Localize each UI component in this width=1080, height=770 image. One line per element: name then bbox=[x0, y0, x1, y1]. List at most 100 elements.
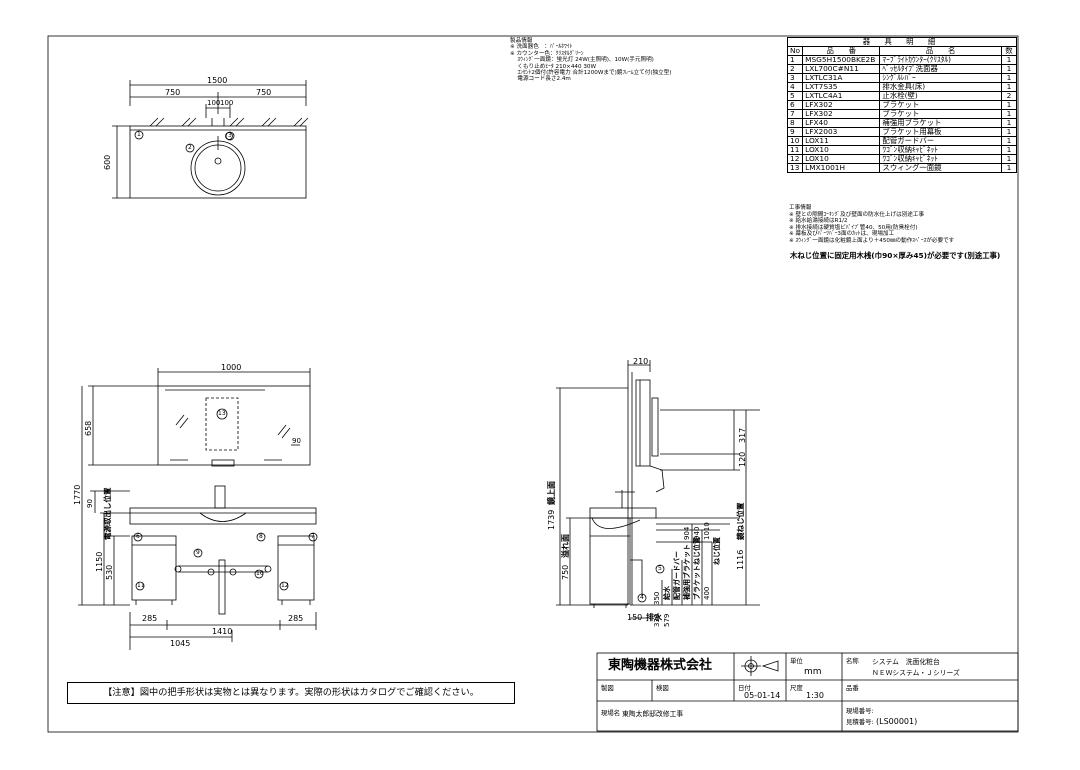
cell-partname: ﾏｰﾌﾞﾗｲﾄｶｳﾝﾀｰ(ｸﾘｽﾀﾙ) bbox=[879, 55, 1002, 65]
cell-partno: LFX2003 bbox=[802, 127, 881, 137]
balloon-3: 3 bbox=[228, 132, 232, 139]
notes-title: 工事情報 bbox=[789, 205, 812, 211]
cell-no: 12 bbox=[786, 154, 804, 164]
cell-partname: ブラケット bbox=[879, 100, 1002, 110]
notes-line: ※ ｽｳｨﾝｸﾞ一面鏡は化粧鏡上面より＋450㎜の動作ｽﾍﾟｰｽが必要です bbox=[789, 237, 955, 244]
scale-value: 1:30 bbox=[806, 691, 824, 700]
cell-partname: ｼﾝｸﾞﾙﾚﾊﾞｰ bbox=[879, 73, 1002, 83]
cell-no: 8 bbox=[786, 118, 804, 128]
cell-qty: 1 bbox=[1000, 163, 1018, 173]
name-label: 名称 bbox=[846, 657, 859, 665]
cell-no: 2 bbox=[786, 64, 804, 74]
label-supply: 給水 bbox=[663, 586, 671, 600]
front-cabinet-right bbox=[277, 535, 315, 601]
cell-partno: LOX10 bbox=[802, 145, 881, 155]
dim-600: 600 bbox=[103, 154, 112, 170]
dim-90-front: 90 bbox=[86, 499, 94, 508]
cell-qty: 1 bbox=[1000, 55, 1018, 65]
cell-partname: 補強用ブラケット bbox=[879, 118, 1002, 128]
col-no: No bbox=[786, 46, 804, 56]
cell-partname: ﾍﾞｯｾﾙﾀｲﾌﾟ洗面器 bbox=[879, 64, 1002, 74]
balloon-8: 8 bbox=[259, 533, 263, 540]
cell-partno: MSG5H1500BKE2B bbox=[802, 55, 881, 65]
notes-line: ※ 排水接続は硬質塩ビﾊﾟｲﾌﾟ管40、50用(防臭栓付) bbox=[789, 224, 918, 231]
balloon-1: 1 bbox=[137, 131, 141, 138]
label-overflow: 溢れ面 bbox=[561, 534, 570, 558]
notes-line: ※ 壁との隙間ｺｰｷﾝｸﾞ及び壁面の防水仕上げは別途工事 bbox=[789, 211, 925, 218]
balloon-12: 12 bbox=[281, 582, 289, 589]
dim-350: 350 bbox=[653, 591, 661, 605]
cell-partno: LOX11 bbox=[802, 136, 881, 146]
label-guard-bar: 配管ガードバー bbox=[673, 551, 681, 600]
product-info-title: 製品情報 bbox=[510, 38, 533, 44]
drawn-label: 製図 bbox=[601, 684, 614, 692]
dim-1010: 1010 bbox=[703, 522, 711, 540]
product-info-line: ※ カウンター色：ｸﾘｽﾀﾙｸﾞﾘｰﾝ bbox=[510, 50, 584, 57]
product-info-line: ※ 洗面器色 ：ﾊﾟｰﾙﾎﾜｲﾄ bbox=[510, 44, 573, 51]
balloon-2: 2 bbox=[188, 144, 192, 151]
company-name: 東陶機器株式会社 bbox=[608, 658, 713, 673]
product-info-line: 電源コード長さ2.4m bbox=[510, 76, 571, 83]
cell-no: 3 bbox=[786, 73, 804, 83]
cell-partno: LXL700C#N11 bbox=[802, 64, 881, 74]
cell-partname: ブラケット bbox=[879, 109, 1002, 119]
dim-1045: 1045 bbox=[170, 639, 191, 648]
cell-partno: LMX1001H bbox=[802, 163, 881, 173]
parts-table-header: No 品 番 品 名 数 bbox=[786, 46, 1018, 56]
label-drain: 排水 bbox=[646, 613, 662, 622]
col-partno: 品 番 bbox=[802, 46, 881, 56]
side-view bbox=[556, 360, 760, 619]
dim-120: 120 bbox=[738, 451, 747, 467]
caution-note: 【注意】図中の把手形状は実物とは異なります。実際の形状はカタログでご確認ください… bbox=[67, 682, 515, 704]
cell-partno: LFX302 bbox=[802, 109, 881, 119]
quote-no-value: (LS00001) bbox=[876, 717, 918, 726]
cell-qty: 1 bbox=[1000, 73, 1018, 83]
cell-partname: スウィング一面鏡 bbox=[879, 163, 1002, 173]
title-block-lines bbox=[596, 652, 1019, 732]
front-view bbox=[78, 368, 318, 650]
label-screw-position: ねじ位置 bbox=[713, 537, 721, 565]
balloon-5: 5 bbox=[658, 565, 662, 572]
sheet-border bbox=[47, 35, 1019, 733]
cell-no: 11 bbox=[786, 145, 804, 155]
balloon-4: 4 bbox=[640, 594, 644, 601]
balloon-7: 7 bbox=[311, 533, 315, 540]
date-label: 日付 bbox=[738, 684, 751, 692]
site-no-label: 現場番号: bbox=[846, 707, 874, 715]
side-cabinet bbox=[589, 517, 631, 605]
dim-1739: 1739 bbox=[547, 509, 556, 530]
cell-partno: LOX10 bbox=[802, 154, 881, 164]
cell-no: 5 bbox=[786, 91, 804, 101]
dim-1770: 1770 bbox=[73, 484, 82, 505]
balloon-6: 6 bbox=[136, 533, 140, 540]
dim-904: 904 bbox=[683, 526, 691, 540]
balloon-9: 9 bbox=[196, 549, 200, 556]
balloon-11: 11 bbox=[137, 582, 145, 589]
product-info-line: ｺﾝｾﾝﾄ2個付(許容電力 合計1200Wまで)鏡ﾌﾚｰﾑ立て付(独立型) bbox=[510, 70, 672, 77]
dim-210: 210 bbox=[633, 357, 649, 366]
cell-qty: 1 bbox=[1000, 64, 1018, 74]
cell-no: 7 bbox=[786, 109, 804, 119]
side-counter bbox=[589, 507, 657, 519]
dim-750-left: 750 bbox=[165, 88, 181, 97]
dim-579: 579 bbox=[663, 613, 671, 627]
cell-partname: 排水金具(床) bbox=[879, 82, 1002, 92]
dim-150: 150 bbox=[627, 613, 643, 622]
label-outlet-position: 電源取出し位置 bbox=[103, 487, 112, 541]
balloon-13: 13 bbox=[218, 410, 226, 417]
site-label: 現場名 bbox=[601, 709, 621, 717]
cell-partno: LXTLC31A bbox=[802, 73, 881, 83]
dim-750-right: 750 bbox=[256, 88, 272, 97]
construction-notes: 工事情報 ※ 壁との隙間ｺｰｷﾝｸﾞ及び壁面の防水仕上げは別途工事 ※ 給水給湯… bbox=[789, 205, 954, 245]
